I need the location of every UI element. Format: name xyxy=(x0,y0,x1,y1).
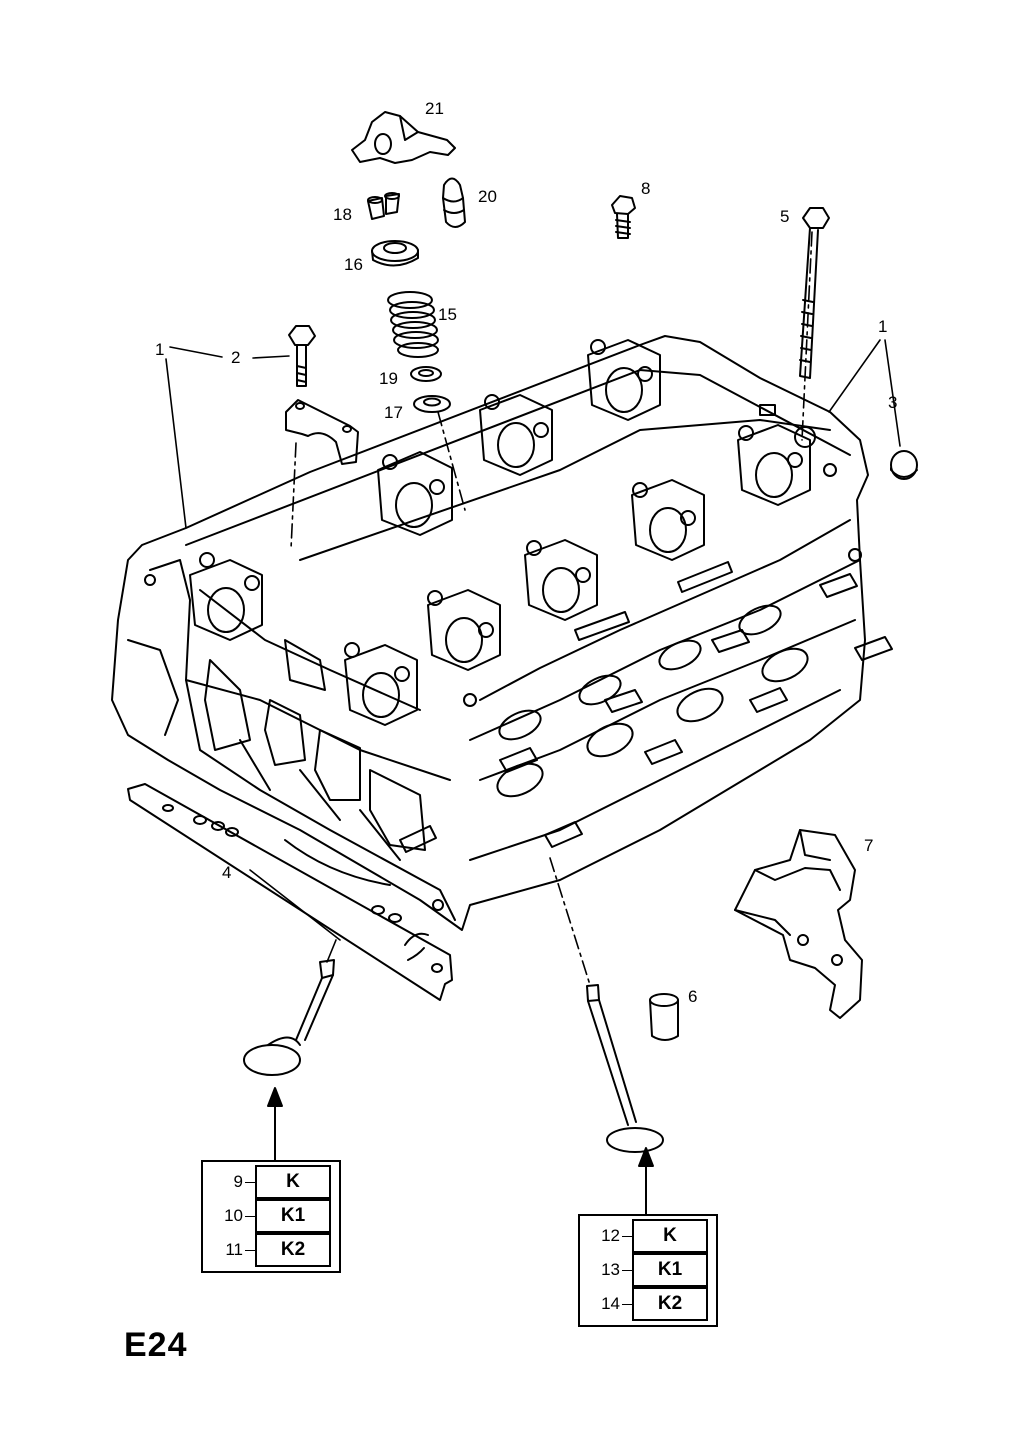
leader-dash xyxy=(245,1216,255,1217)
hydraulic-lifter-part xyxy=(442,177,466,228)
variant-number: 12 xyxy=(601,1226,620,1245)
callout-1-right: 1 xyxy=(878,317,888,336)
intake-valve-part xyxy=(243,959,335,1076)
small-bolt-part xyxy=(611,195,636,239)
callout-17: 17 xyxy=(384,403,403,422)
valve-collets-part xyxy=(367,192,400,220)
intake-valve-arrow xyxy=(267,1087,283,1161)
callout-21: 21 xyxy=(425,99,444,118)
valve-spring-retainer-part xyxy=(371,240,419,267)
callout-16: 16 xyxy=(344,255,363,274)
variant-number: 10 xyxy=(224,1206,243,1225)
callout-4: 4 xyxy=(222,863,232,882)
leader-dash xyxy=(622,1270,632,1271)
variant-code: K1 xyxy=(255,1199,331,1233)
valve-spring-part xyxy=(387,291,439,358)
leader-dash xyxy=(245,1250,255,1251)
callout-3: 3 xyxy=(888,393,898,412)
callout-15: 15 xyxy=(438,305,457,324)
variant-number: 11 xyxy=(225,1240,243,1259)
variant-code: K xyxy=(632,1219,708,1253)
exhaust-valve-part xyxy=(586,984,664,1153)
rocker-arm-part xyxy=(351,111,456,164)
variant-number: 9 xyxy=(233,1172,243,1191)
callout-1-left: 1 xyxy=(155,340,165,359)
variant-code: K1 xyxy=(632,1253,708,1287)
callout-8: 8 xyxy=(641,179,651,198)
cylinder-head-body xyxy=(111,335,893,931)
camshaft-bearing-cap-part xyxy=(285,399,359,465)
callout-19: 19 xyxy=(379,369,398,388)
variant-number: 14 xyxy=(601,1294,620,1313)
mounting-bracket-part xyxy=(734,829,863,1019)
callout-18: 18 xyxy=(333,205,352,224)
valve-stem-seal-part xyxy=(413,395,451,413)
exhaust-valve-variant-box: 12 K 13 K1 14 K2 xyxy=(578,1214,718,1327)
variant-number: 13 xyxy=(601,1260,620,1279)
bearing-cap-bolt-part xyxy=(288,325,316,387)
callout-6: 6 xyxy=(688,987,698,1006)
intake-valve-variant-box: 9 K 10 K1 11 K2 xyxy=(201,1160,341,1273)
dowel-sleeve-part xyxy=(649,993,679,1041)
cylinder-head-gasket-part xyxy=(127,783,453,1001)
leader-dash xyxy=(245,1182,255,1183)
spring-seat-washer-part xyxy=(410,366,442,382)
leader-dash xyxy=(622,1236,632,1237)
leader-lines xyxy=(165,231,901,986)
leader-dash xyxy=(622,1304,632,1305)
variant-code: K2 xyxy=(255,1233,331,1267)
callout-7: 7 xyxy=(864,836,874,855)
page-code: E24 xyxy=(124,1326,188,1364)
cylinder-head-bolt-part xyxy=(799,207,830,379)
callout-2: 2 xyxy=(231,348,241,367)
variant-code: K xyxy=(255,1165,331,1199)
callout-5: 5 xyxy=(780,207,790,226)
callout-20: 20 xyxy=(478,187,497,206)
exhaust-valve-arrow xyxy=(638,1147,654,1215)
sealing-plug-part xyxy=(890,450,918,480)
variant-code: K2 xyxy=(632,1287,708,1321)
